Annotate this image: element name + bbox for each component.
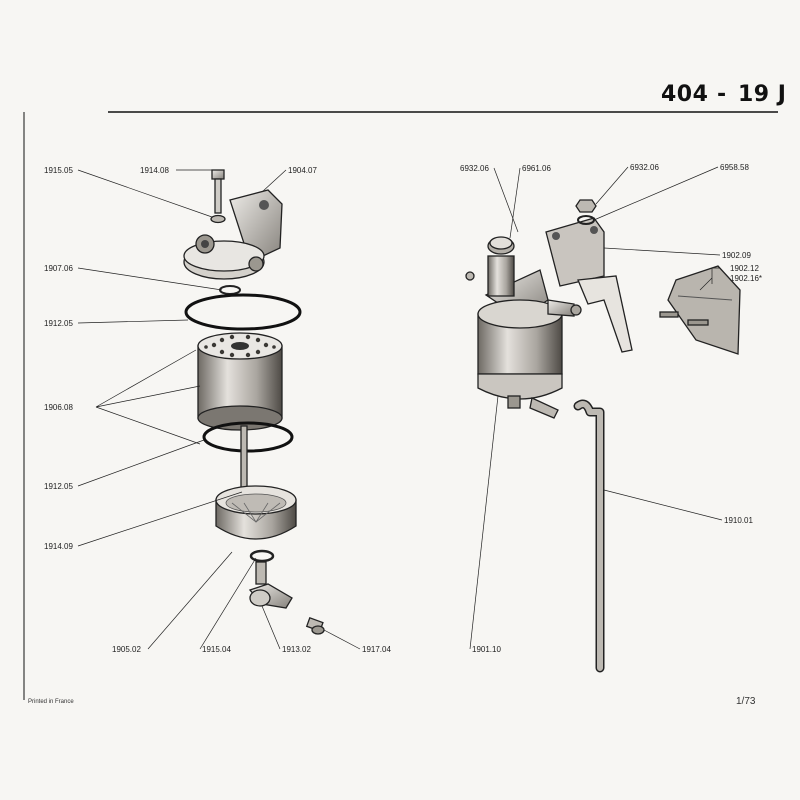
label-1915-04: 1915.04	[202, 645, 231, 654]
label-1902-09: 1902.09	[722, 251, 751, 260]
label-1907-06: 1907.06	[44, 264, 73, 273]
label-1902-16: 1902.16*	[730, 274, 762, 283]
label-1904-07: 1904.07	[288, 166, 317, 175]
label-1910-01: 1910.01	[724, 516, 753, 525]
label-1905-02: 1905.02	[112, 645, 141, 654]
nut-6932-06	[575, 199, 597, 213]
label-6961-06: 6961.06	[522, 164, 551, 173]
seal-1907-06	[219, 285, 241, 295]
label-1913-02: 1913.02	[282, 645, 311, 654]
label-6958-58: 6958.58	[720, 163, 749, 172]
outlet-union	[465, 271, 582, 317]
label-1912-05-lower: 1912.05	[44, 482, 73, 491]
header-separator: -	[717, 82, 727, 107]
header-model: 404	[661, 82, 709, 107]
label-1902-12: 1902.12	[730, 264, 759, 273]
callout-labels: 1915.05 1914.08 1904.07 1907.06 1912.05 …	[44, 163, 762, 654]
footer-page-number: 1/73	[736, 696, 756, 707]
bracket-1902-09	[545, 217, 633, 353]
mounting-plate-1902-12	[659, 265, 741, 355]
hand-primer-6961-06	[487, 236, 515, 297]
bleed-screw-1917-04	[305, 617, 325, 635]
footer-imprint: Printed in France	[28, 699, 74, 705]
label-6932-06-left: 6932.06	[460, 164, 489, 173]
leader-lines	[77, 166, 723, 650]
label-1914-09: 1914.09	[44, 542, 73, 551]
washer-1915-04	[249, 549, 275, 563]
label-6932-06-right: 6932.06	[630, 163, 659, 172]
filter-bowl-1905-02	[215, 485, 297, 540]
label-1906-08: 1906.08	[44, 403, 73, 412]
right-filter-assembly	[465, 199, 741, 673]
gasket-1912-05-upper	[184, 293, 302, 331]
filter-element-1906-08	[197, 332, 283, 431]
label-1914-08: 1914.08	[140, 166, 169, 175]
label-1917-04: 1917.04	[362, 645, 391, 654]
header-section: 19 J	[738, 82, 787, 107]
washer-1915-05	[210, 214, 226, 224]
left-filter-assembly	[183, 169, 325, 635]
filter-housing-1901-10	[477, 269, 563, 419]
filter-head-1904-07	[183, 189, 283, 280]
label-1912-05-upper: 1912.05	[44, 319, 73, 328]
label-1915-05: 1915.05	[44, 166, 73, 175]
label-1901-10: 1901.10	[472, 645, 501, 654]
gasket-1912-05-lower	[202, 421, 294, 453]
bolt-1914-08	[211, 169, 225, 214]
banjo-union-1913-02	[248, 561, 293, 609]
drain-pipe-1910-01	[573, 399, 605, 673]
